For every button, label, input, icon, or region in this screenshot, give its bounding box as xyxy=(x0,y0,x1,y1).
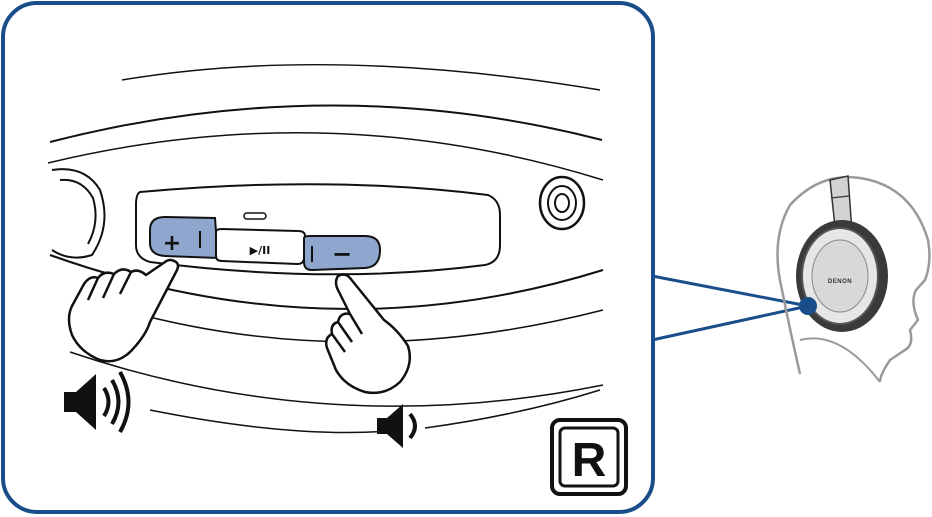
pointing-hand-icon xyxy=(67,258,180,363)
volume-down-button[interactable]: − xyxy=(303,235,382,272)
play-pause-button[interactable]: ▶/II xyxy=(215,227,307,266)
right-side-label: R xyxy=(572,434,607,487)
headphone-illustration: DENON xyxy=(796,175,888,332)
speaker-quiet-icon xyxy=(377,404,417,448)
right-side-badge: R xyxy=(550,418,628,496)
speaker-loud-icon xyxy=(64,371,131,433)
volume-up-button[interactable]: + xyxy=(149,215,220,260)
callout-dot xyxy=(799,297,817,315)
volume-down-label: − xyxy=(332,240,352,268)
play-pause-label: ▶/II xyxy=(250,244,271,257)
audio-jack xyxy=(538,175,586,231)
pointing-hand-icon xyxy=(324,273,411,395)
ear-cup-closeup xyxy=(47,63,604,434)
callout-lines xyxy=(651,274,809,342)
head-illustration xyxy=(776,175,931,383)
headphone-brand: DENON xyxy=(828,279,852,285)
volume-up-label: + xyxy=(163,231,181,256)
